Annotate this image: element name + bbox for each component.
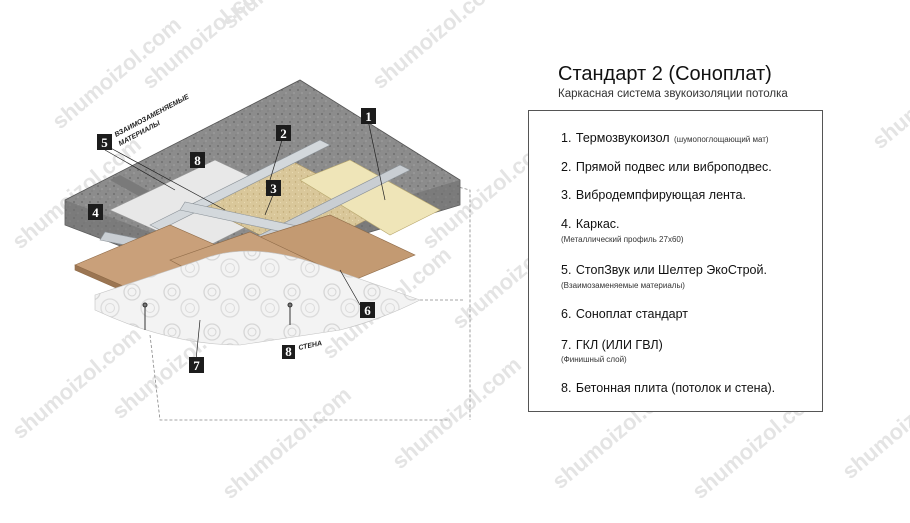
legend-sub-5: (Взаимозаменяемые материалы) [561,281,685,290]
legend-text: Соноплат стандарт [575,307,688,321]
svg-text:2: 2 [280,126,287,141]
page-title: Стандарт 2 (Соноплат) [558,63,772,85]
svg-text:ВЗАИМОЗАМЕНЯЕМЫЕ: ВЗАИМОЗАМЕНЯЕМЫЕ [114,93,191,138]
legend-number: 1. [561,131,572,145]
legend-item-5: 5. СтопЗвук или Шелтер ЭкоСтрой. [561,261,816,279]
svg-text:4: 4 [92,205,99,220]
legend-text: Каркас. [575,217,620,231]
legend-sub-4: (Металлический профиль 27х60) [561,235,684,244]
legend-box: 1. Термозвукоизол (шумопоглощающий мат) … [528,110,823,412]
legend-sub-7: (Финишный слой) [561,355,627,364]
tag-3: 3 [266,180,281,196]
legend-number: 7. [561,338,572,352]
title-block: Стандарт 2 (Соноплат) Каркасная система … [558,62,898,100]
legend-item-6: 6. Соноплат стандарт [561,305,816,323]
tag-8-wall: 8 СТЕНА [282,340,323,359]
legend-text: Термозвукоизол [575,131,670,145]
legend-number: 8. [561,381,572,395]
leader-lines [104,119,386,361]
svg-text:6: 6 [364,303,371,318]
tag-1: 1 [361,108,376,124]
svg-text:8: 8 [285,344,292,359]
tag-8-ceiling: 8 [190,152,205,168]
legend-item-1: 1. Термозвукоизол (шумопоглощающий мат) [561,129,816,147]
svg-text:1: 1 [365,109,372,124]
screws [142,302,293,330]
tag-4: 4 [88,204,103,220]
svg-text:8: 8 [194,153,201,168]
watermark-text: shumoizol.com [387,352,526,474]
svg-text:5: 5 [101,135,108,150]
tag-5: 5 ВЗАИМОЗАМЕНЯЕМЫЕ МАТЕРИАЛЫ [97,93,191,150]
tag-6: 6 [360,302,375,318]
watermark-text: shumoizol.com [217,382,356,504]
drywall-layer [94,250,421,346]
svg-text:3: 3 [270,181,277,196]
legend-text: Бетонная плита (потолок и стена). [575,381,776,395]
legend-item-7: 7. ГКЛ (ИЛИ ГВЛ) [561,336,816,354]
legend-item-4: 4. Каркас. [561,215,816,233]
legend-item-3: 3. Вибродемпфирующая лента. [561,186,816,204]
legend-item-2: 2. Прямой подвес или виброподвес. [561,158,816,176]
watermark-text: shumoizol.com [7,322,146,444]
legend-number: 2. [561,160,572,174]
legend-number: 4. [561,217,572,231]
legend-number: 5. [561,263,572,277]
legend-text: Вибродемпфирующая лента. [575,188,746,202]
legend-text: Прямой подвес или виброподвес. [575,160,772,174]
legend-number: 6. [561,307,572,321]
svg-text:СТЕНА: СТЕНА [298,340,323,352]
legend-text: СтопЗвук или Шелтер ЭкоСтрой. [575,263,767,277]
legend-item-8: 8. Бетонная плита (потолок и стена). [561,379,816,397]
legend-note: (шумопоглощающий мат) [674,135,769,144]
legend-number: 3. [561,188,572,202]
tag-7: 7 [189,357,204,373]
watermark-text: shumoizol.com [217,0,356,34]
svg-text:7: 7 [193,358,200,373]
page-subtitle: Каркасная система звукоизоляции потолка [558,88,788,100]
watermark-text: shumoizol.com [367,0,506,94]
tag-2: 2 [276,125,291,141]
legend-text: ГКЛ (ИЛИ ГВЛ) [575,338,663,352]
watermark-text: shumoizol.com [837,362,910,484]
